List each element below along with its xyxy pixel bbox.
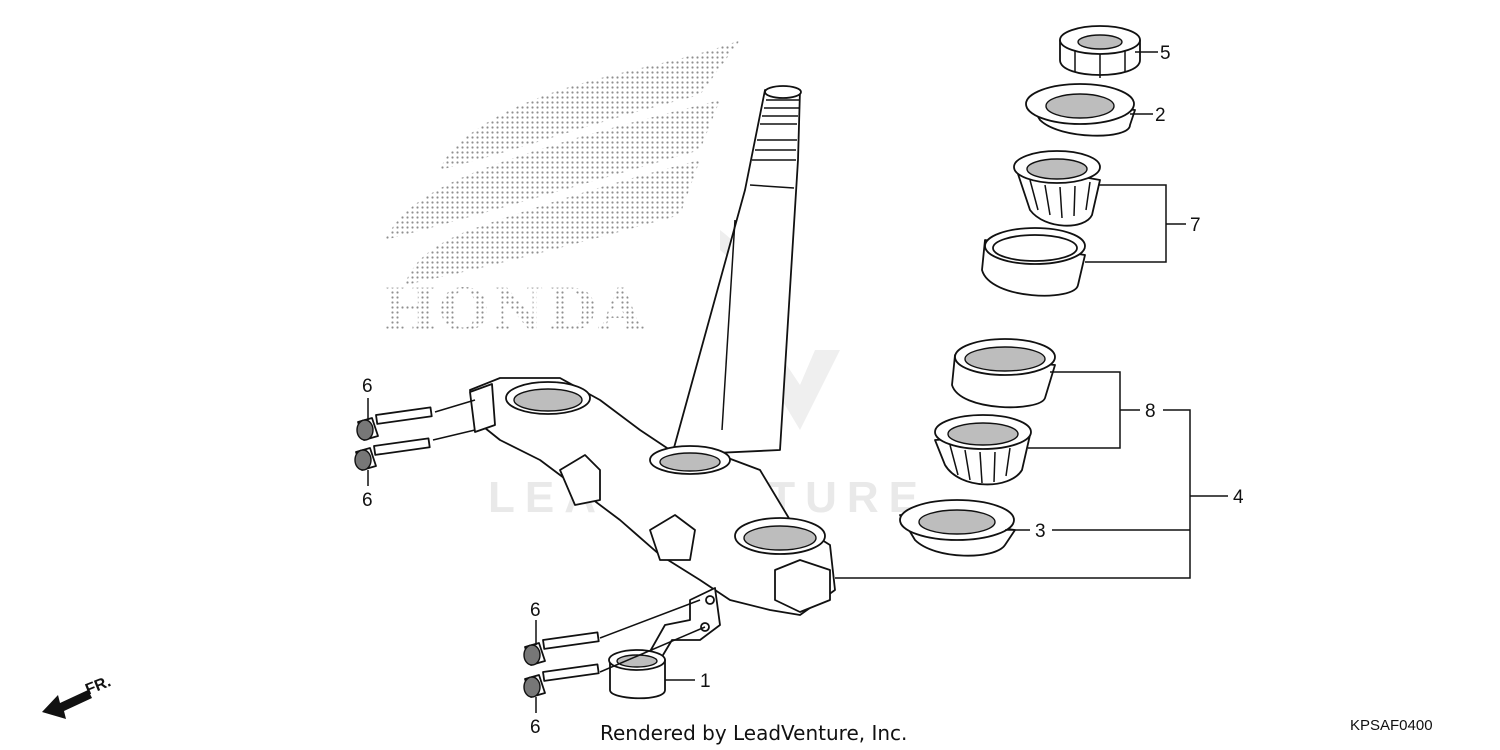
honda-wing-logo: HONDA <box>382 40 740 344</box>
callout-6-lower-b: 6 <box>530 717 541 738</box>
callout-5: 5 <box>1160 43 1171 64</box>
bolt-lower-2 <box>523 663 600 698</box>
callout-4: 4 <box>1233 487 1244 508</box>
callout-3: 3 <box>1035 521 1046 542</box>
part-8-outer-race <box>951 338 1056 409</box>
front-direction-indicator: FR. <box>42 673 113 719</box>
callout-6-upper-b: 6 <box>362 490 373 511</box>
leader-lines <box>367 51 1228 713</box>
cable-guide-bracket <box>647 587 721 661</box>
render-credit: Rendered by LeadVenture, Inc. <box>600 721 907 745</box>
callout-6-upper-a: 6 <box>362 376 373 397</box>
honda-logo-text: HONDA <box>382 276 646 344</box>
part-2-dust-seal <box>1025 83 1136 137</box>
part-1-collar <box>608 649 666 700</box>
callout-6-lower-a: 6 <box>530 600 541 621</box>
part-7-roller-bearing <box>1013 150 1101 227</box>
part-5-lock-nut <box>1059 25 1141 78</box>
callout-7: 7 <box>1190 215 1201 236</box>
lower-triple-clamp <box>469 377 836 616</box>
bolt-upper-1 <box>356 406 433 441</box>
part-7-outer-race <box>981 227 1086 297</box>
part-3-dust-seal <box>899 499 1016 557</box>
bolt-upper-2 <box>354 437 431 471</box>
steering-stem <box>671 85 802 456</box>
diagram-code: KPSAF0400 <box>1350 717 1433 734</box>
front-label: FR. <box>83 673 113 698</box>
bolt-lower-1 <box>523 631 600 666</box>
front-arrow-icon <box>42 690 92 719</box>
part-8-roller-bearing <box>934 414 1032 486</box>
callout-1: 1 <box>700 671 711 692</box>
callout-2: 2 <box>1155 105 1166 126</box>
callout-8: 8 <box>1145 401 1156 422</box>
